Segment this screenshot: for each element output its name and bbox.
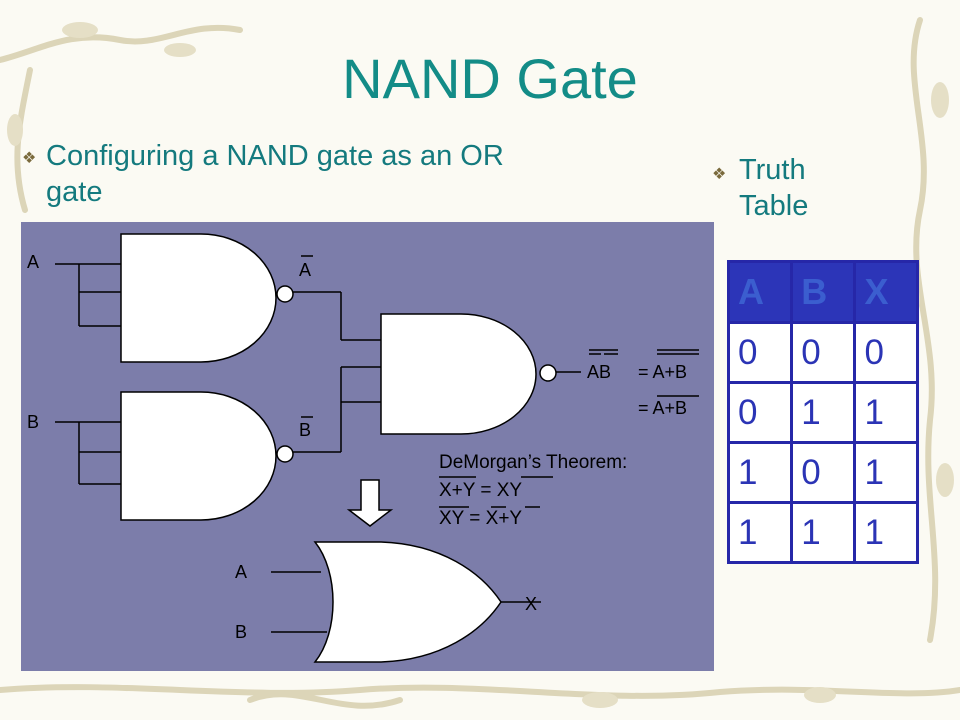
bullet-left-line2: gate <box>46 176 103 208</box>
table-row: 0 1 1 <box>726 381 919 444</box>
bullet-left-line1: Configuring a NAND gate as an OR <box>46 140 504 172</box>
truth-table-header: A B X <box>726 260 919 324</box>
header-a: A <box>726 260 794 324</box>
table-row: 1 1 1 <box>726 501 919 564</box>
table-cell: 0 <box>790 321 857 384</box>
label-or-input-b: B <box>235 622 248 642</box>
table-row: 1 0 1 <box>726 441 919 504</box>
nand-gate-final <box>380 313 537 435</box>
truth-table: A B X 0 0 0 0 1 1 1 0 1 1 1 1 <box>726 260 919 564</box>
table-cell: 0 <box>790 441 857 504</box>
bullet-right: Truth Table <box>739 152 808 224</box>
label-input-a: A <box>27 252 40 272</box>
nand-bubble-final <box>539 364 557 382</box>
label-or-input-a: A <box>235 562 248 582</box>
demorgan-line2: XY = X+Y <box>439 508 523 529</box>
nand-gate-top <box>120 233 277 363</box>
header-x: X <box>853 260 919 324</box>
down-arrow-icon <box>346 479 394 527</box>
label-expr-eq2: = A+B <box>638 398 688 418</box>
table-cell: 1 <box>726 501 794 564</box>
table-cell: 0 <box>726 381 794 444</box>
table-cell: 1 <box>853 381 919 444</box>
label-expr-lhs: AB <box>587 362 612 382</box>
nand-bubble-top <box>276 285 294 303</box>
table-row: 0 0 0 <box>726 321 919 384</box>
diamond-bullet-icon: ❖ <box>22 150 37 167</box>
table-cell: 1 <box>790 501 857 564</box>
header-b: B <box>790 260 857 324</box>
nand-gate-bottom <box>120 391 277 521</box>
label-a-not: A <box>299 260 312 280</box>
label-expr-eq1: = A+B <box>638 362 688 382</box>
label-or-output: X <box>525 594 538 614</box>
table-cell: 1 <box>853 501 919 564</box>
circuit-diagram: A B A B AB = A+B = A+B DeMorgan’s Theore… <box>21 222 714 671</box>
diamond-bullet-icon: ❖ <box>712 166 727 183</box>
label-b-not: B <box>299 420 312 440</box>
bullet-right-line2: Table <box>739 190 809 222</box>
demorgan-line1: X+Y = XY <box>439 480 523 501</box>
demorgan-title: DeMorgan’s Theorem: <box>439 452 628 473</box>
or-gate <box>313 541 502 663</box>
bullet-left: Configuring a NAND gate as an OR gate <box>46 138 504 210</box>
table-cell: 1 <box>726 441 794 504</box>
table-cell: 0 <box>726 321 794 384</box>
bullet-right-line1: Truth <box>739 154 806 186</box>
table-cell: 1 <box>790 381 857 444</box>
table-cell: 0 <box>853 321 919 384</box>
label-input-b: B <box>27 412 40 432</box>
nand-bubble-bottom <box>276 445 294 463</box>
page-title: NAND Gate <box>342 47 638 110</box>
table-cell: 1 <box>853 441 919 504</box>
